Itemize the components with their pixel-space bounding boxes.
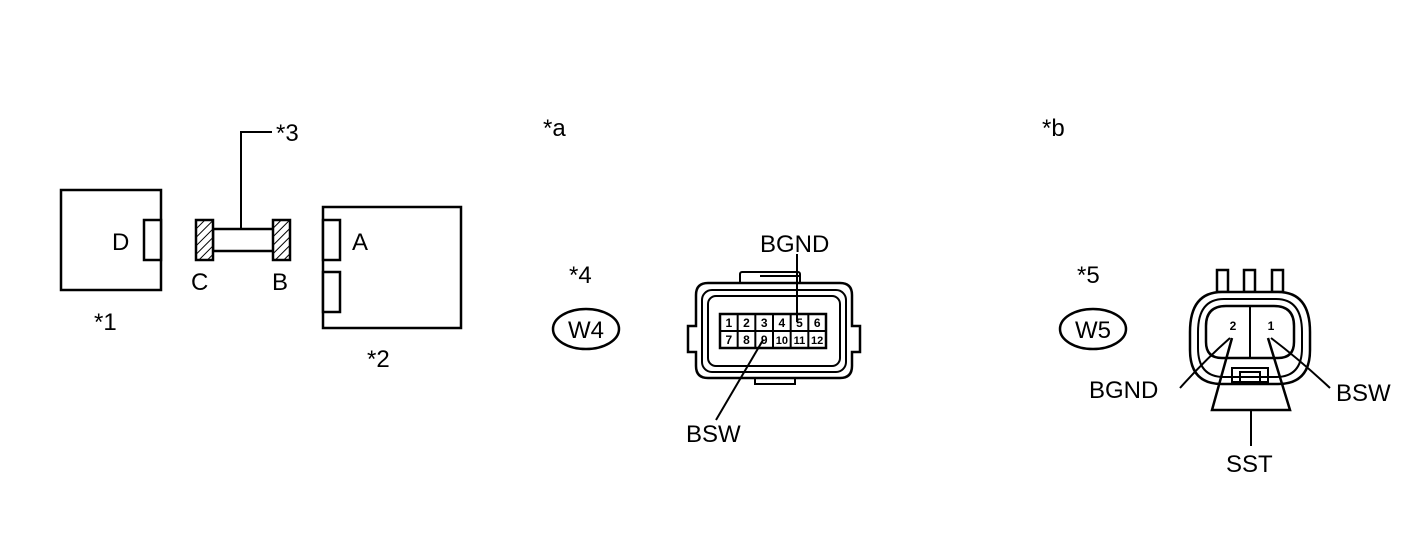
component-1-port (142, 218, 163, 262)
pin-5-w4: 5 (796, 316, 803, 330)
connector-id-w5: W5 (1075, 317, 1111, 344)
component-2-port-label: A (352, 229, 368, 256)
component-1-port-label: D (112, 229, 129, 256)
panel-a-callout: *4 (569, 262, 592, 289)
pin-9-w4: 9 (761, 333, 768, 347)
pin-6-w4: 6 (814, 316, 821, 330)
component-2-callout: *2 (367, 346, 390, 373)
panel-b-label: *b (1042, 115, 1065, 142)
connector-id-badge-w5: W5 (1058, 307, 1128, 351)
pin-3-w4: 3 (761, 316, 768, 330)
lead-label-bgnd-w4: BGND (760, 231, 829, 258)
harness-3: *3 C B (191, 120, 299, 296)
harness-end-c (194, 218, 215, 262)
lead-label-bsw-w5: BSW (1336, 380, 1391, 407)
pin-1-w4: 1 (725, 316, 732, 330)
harness-callout-leader (240, 131, 272, 229)
harness-end-b-label: B (272, 269, 288, 296)
pin-1-w5: 1 (1268, 319, 1275, 333)
lead-line-bsw-w5 (1270, 337, 1331, 389)
component-2-port-upper (321, 218, 342, 262)
pin-12-w4: 12 (811, 335, 823, 347)
pin-11-w4: 11 (794, 335, 806, 347)
component-1-callout: *1 (94, 309, 117, 336)
component-2-port-lower (321, 270, 342, 314)
connector-w5: 2 1 (1188, 268, 1312, 446)
lead-line-bgnd-w5 (1179, 337, 1231, 389)
harness-end-c-label: C (191, 269, 208, 296)
harness-cable (211, 227, 277, 253)
harness-callout: *3 (276, 120, 299, 147)
harness-end-b (271, 218, 292, 262)
pin-2-w4: 2 (743, 316, 750, 330)
lead-line-bsw-w4 (715, 339, 764, 421)
connector-id-badge-w4: W4 (551, 307, 621, 351)
lead-label-bgnd-w5: BGND (1089, 377, 1158, 404)
pin-4-w4: 4 (778, 316, 785, 330)
connector-id-w4: W4 (568, 317, 604, 344)
lead-label-sst: SST (1226, 451, 1273, 478)
pin-10-w4: 10 (776, 335, 788, 347)
panel-b-callout: *5 (1077, 262, 1100, 289)
component-2: A *2 (321, 205, 463, 373)
pin-2-w5: 2 (1230, 319, 1237, 333)
pin-8-w4: 8 (743, 333, 750, 347)
pin-7-w4: 7 (725, 333, 732, 347)
lead-label-bsw-w4: BSW (686, 421, 741, 448)
panel-a-label: *a (543, 115, 566, 142)
component-1: D *1 (59, 188, 163, 336)
